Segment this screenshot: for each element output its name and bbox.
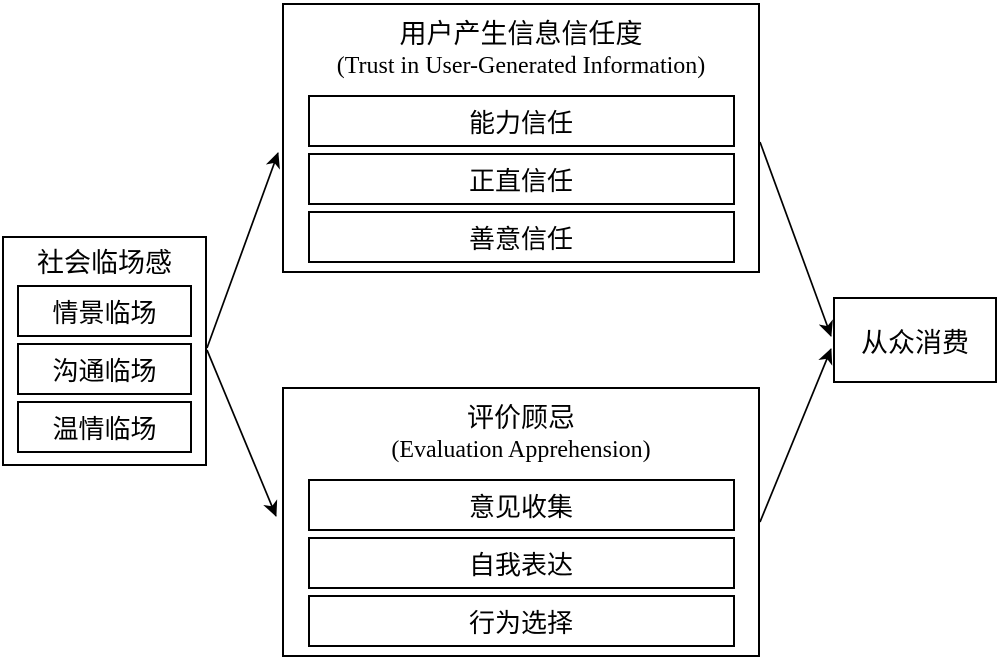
evaluation-apprehension-items: 意见收集 自我表达 行为选择 bbox=[307, 479, 735, 647]
evaluation-item-behavior-choice: 行为选择 bbox=[307, 595, 735, 647]
evaluation-apprehension-titles: 评价顾忌 (Evaluation Apprehension) bbox=[391, 401, 650, 466]
evaluation-item-self-expression: 自我表达 bbox=[307, 537, 735, 589]
arrow-evaluation-to-conformity bbox=[759, 348, 833, 523]
arrow-trust-to-conformity bbox=[759, 141, 833, 337]
social-presence-title: 社会临场感 bbox=[37, 248, 172, 278]
evaluation-apprehension-title-cn: 评价顾忌 bbox=[466, 403, 575, 433]
trust-ugc-title-en: (Trust in User-Generated Information) bbox=[336, 53, 706, 79]
trust-ugc-items: 能力信任 正直信任 善意信任 bbox=[307, 95, 735, 263]
trust-ugc-box: 用户产生信息信任度 (Trust in User-Generated Infor… bbox=[282, 3, 760, 273]
social-presence-item-scene: 情景临场 bbox=[17, 285, 192, 337]
evaluation-apprehension-title-en: (Evaluation Apprehension) bbox=[391, 437, 651, 463]
social-presence-box: 社会临场感 情景临场 沟通临场 温情临场 bbox=[2, 236, 207, 466]
trust-ugc-titles: 用户产生信息信任度 (Trust in User-Generated Infor… bbox=[337, 17, 706, 82]
evaluation-item-opinion-collection: 意见收集 bbox=[307, 479, 735, 531]
trust-item-competence: 能力信任 bbox=[307, 95, 735, 147]
trust-ugc-title-cn: 用户产生信息信任度 bbox=[399, 19, 643, 49]
trust-item-benevolence: 善意信任 bbox=[307, 211, 735, 263]
social-presence-items: 情景临场 沟通临场 温情临场 bbox=[17, 285, 192, 453]
conformity-consumption-box: 从众消费 bbox=[833, 297, 997, 383]
trust-item-integrity: 正直信任 bbox=[307, 153, 735, 205]
evaluation-apprehension-box: 评价顾忌 (Evaluation Apprehension) 意见收集 自我表达… bbox=[282, 387, 760, 657]
social-presence-item-communication: 沟通临场 bbox=[17, 343, 192, 395]
arrow-social-presence-to-evaluation bbox=[206, 349, 278, 517]
arrow-social-presence-to-trust bbox=[206, 152, 280, 349]
social-presence-item-warmth: 温情临场 bbox=[17, 401, 192, 453]
